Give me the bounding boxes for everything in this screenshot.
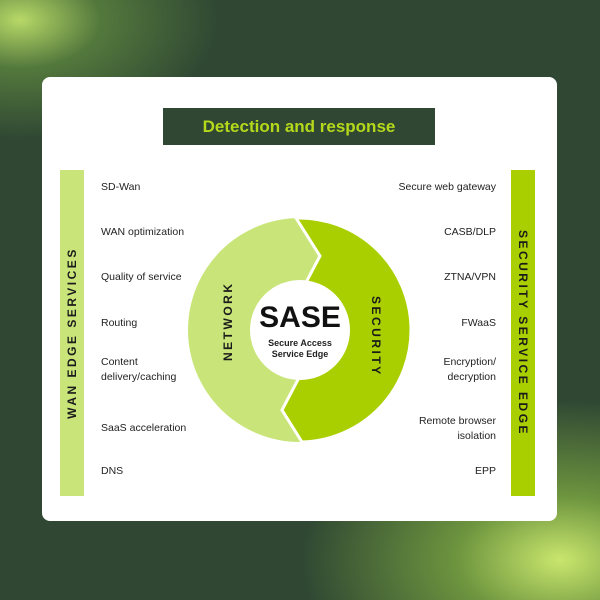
sse-item: CASB/DLP (444, 226, 496, 238)
security-label: SECURITY (369, 296, 383, 377)
sse-item: EPP (474, 465, 496, 477)
subtitle-line: Service Edge (271, 349, 329, 359)
sse-item: Encryption/ decryption (443, 356, 496, 383)
subtitle-line: Secure Access (268, 338, 332, 348)
wan-item: WAN optimization (101, 226, 185, 238)
sse-item: FWaaS (461, 317, 496, 329)
network-label: NETWORK (221, 281, 235, 362)
sase-center (250, 280, 350, 380)
sse-item: Remote browser isolation (418, 415, 496, 442)
wan-item: Routing (101, 317, 138, 329)
wan-item: Content delivery/caching (101, 356, 177, 383)
sase-subtitle: Secure Access Service Edge (250, 338, 350, 360)
detection-response-banner: Detection and response (163, 108, 435, 145)
wan-item: SaaS acceleration (101, 422, 187, 434)
sase-title: SASE (259, 301, 341, 334)
wan-item: SD-Wan (101, 181, 141, 193)
sse-item: ZTNA/VPN (444, 271, 496, 283)
banner-title: Detection and response (202, 116, 396, 136)
wan-item: DNS (101, 465, 124, 477)
security-service-edge-bar: SECURITY SERVICE EDGE (511, 170, 535, 496)
sse-item: Secure web gateway (398, 181, 496, 193)
wan-item: Quality of service (101, 271, 182, 283)
wan-edge-services-bar: WAN EDGE SERVICES (60, 170, 84, 496)
